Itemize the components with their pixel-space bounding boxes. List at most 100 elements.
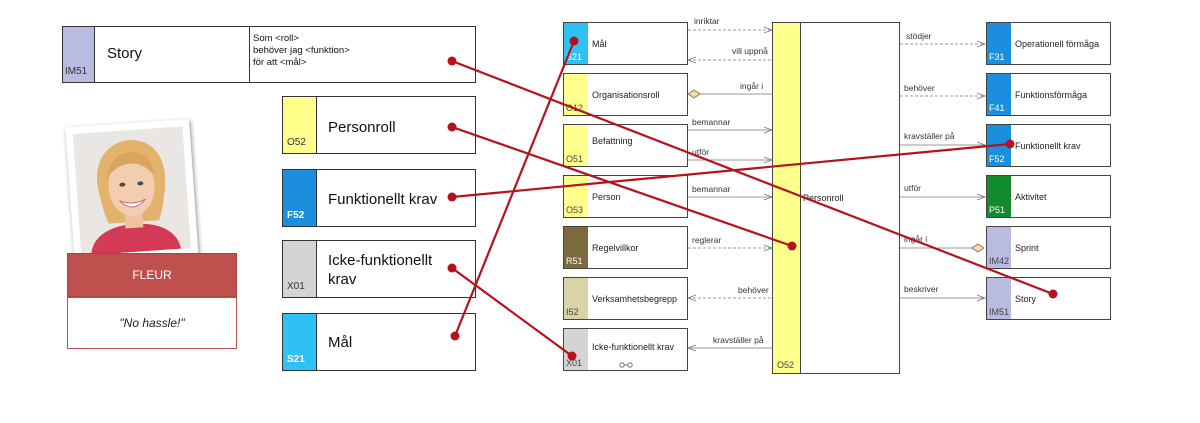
rel-label-kravstaller-right: kravställer på (904, 131, 955, 141)
story-template-line: Som <roll> (253, 33, 299, 44)
rel-label-inriktar: inriktar (694, 16, 720, 26)
rel-label-utfor-left: utför (692, 147, 710, 157)
diagram-box-funktionellt-krav-code: F52 (989, 154, 1005, 164)
diagram-box-operationell-formaga-code: F31 (989, 52, 1005, 62)
diagram-box-story-code: IM51 (989, 307, 1010, 317)
diagram-center-personroll: O52 Personroll (772, 22, 900, 374)
story-template-line: för att <mål> (253, 57, 307, 68)
rel-label-bemannar-1: bemannar (692, 117, 731, 127)
rel-arrow-bemannar-1 (763, 126, 774, 134)
card-funktionellt-krav-swatch: F52 (283, 170, 317, 226)
story-card-template: Som <roll> behöver jag <funktion> för at… (253, 33, 350, 69)
diagram-box-icke-funktionellt-krav-label: Icke-funktionellt krav (592, 342, 675, 353)
diagram-box-sprint: IM42 Sprint (986, 226, 1111, 269)
story-template-line: behöver jag <funktion> (253, 45, 350, 56)
persona-quote: "No hassle!" (119, 316, 185, 330)
rel-label-utfor-right: utför (904, 183, 922, 193)
card-personroll-swatch: O52 (283, 97, 317, 153)
story-card-title: Story (107, 45, 143, 62)
card-personroll: O52 Personroll (282, 96, 476, 154)
rel-arrow-behover-right (976, 92, 987, 100)
rel-arrow-kravstaller-right (976, 141, 987, 149)
card-mal-code: S21 (287, 354, 305, 365)
card-icke-funktionellt-krav-swatch: X01 (283, 241, 317, 297)
diagram-box-person: O53 Person (563, 175, 688, 218)
diagram-box-story: IM51 Story (986, 277, 1111, 320)
rel-arrow-beskriver (976, 294, 987, 302)
diagram-box-aktivitet-label: Aktivitet (1015, 191, 1047, 202)
diagram-box-aktivitet-code: P51 (989, 205, 1006, 215)
rel-label-bemannar-2: bemannar (692, 184, 731, 194)
rel-label-vill-uppna: vill uppnå (732, 46, 768, 56)
persona-quote-box (67, 297, 237, 349)
card-label-line: Icke-funktionellt (328, 252, 433, 269)
rel-arrow-reglerar (763, 244, 774, 252)
rel-arrow-kravstaller-left (686, 344, 697, 352)
diagram-box-aktivitet: P51 Aktivitet (986, 175, 1111, 218)
diagram-box-operationell-formaga-swatch (987, 23, 1011, 64)
card-icke-funktionellt-krav: X01 Icke-funktionellt krav (282, 240, 476, 298)
card-personroll-label: Personroll (328, 119, 396, 136)
diagram-center-code: O52 (777, 360, 795, 370)
diagram-box-operationell-formaga: F31 Operationell förmåga (986, 22, 1111, 65)
rel-arrow-utfor-right (976, 193, 987, 201)
rel-label-reglerar: reglerar (692, 235, 722, 245)
rel-diamond-ingar-i-right (971, 243, 985, 253)
diagram-box-funktionsformaga: F41 Funktionsförmåga (986, 73, 1111, 116)
rel-arrow-inriktar (763, 26, 774, 34)
diagram-box-regelvillkor-code: R51 (566, 256, 583, 266)
diagram-box-person-label: Person (592, 191, 621, 202)
diagram-box-funktionellt-krav-label: Funktionellt krav (1015, 140, 1081, 151)
card-funktionellt-krav-label: Funktionellt krav (328, 191, 438, 208)
rel-label-stodjer: stödjer (906, 31, 932, 41)
diagram-box-story-label: Story (1015, 293, 1037, 304)
diagram-box-befattning-label: Befattning (592, 135, 633, 146)
diagram-box-mal: S21 Mål (563, 22, 688, 65)
diagram-center-label: Personroll (803, 193, 844, 203)
diagram-box-verksamhetsbegrepp-label: Verksamhetsbegrepp (592, 293, 678, 304)
rel-label-kravstaller-left: kravställer på (713, 335, 764, 345)
rel-arrow-behover-left (686, 294, 697, 302)
diagram-box-regelvillkor: R51 Regelvillkor (563, 226, 688, 269)
diagram-box-mal-label: Mål (592, 38, 607, 49)
card-mal-swatch: S21 (283, 314, 317, 370)
card-mal-label: Mål (328, 334, 353, 351)
diagram-box-funktionsformaga-code: F41 (989, 103, 1005, 113)
diagram-box-verksamhetsbegrepp-code: I52 (566, 307, 579, 317)
diagram-box-sprint-code: IM42 (989, 256, 1010, 266)
story-card-swatch: IM51 (63, 27, 95, 82)
diagram-box-operationell-formaga-label: Operationell förmåga (1015, 38, 1100, 49)
diagram-box-verksamhetsbegrepp: I52 Verksamhetsbegrepp (563, 277, 688, 320)
diagram-box-funktionsformaga-label: Funktionsförmåga (1015, 89, 1088, 100)
persona-photo (65, 118, 199, 268)
card-personroll-code: O52 (287, 137, 306, 148)
card-funktionellt-krav-code: F52 (287, 210, 305, 221)
persona-name: FLEUR (132, 268, 172, 282)
rel-diamond-ingar-i-left (687, 89, 701, 99)
card-icke-funktionellt-krav-label: Icke-funktionellt krav (328, 251, 432, 289)
persona-portrait (72, 126, 191, 256)
diagram-box-befattning-code: O51 (566, 154, 584, 164)
card-funktionellt-krav: F52 Funktionellt krav (282, 169, 476, 227)
diagram-box-icke-funktionellt-krav-code: X01 (566, 358, 583, 368)
diagram-box-person-code: O53 (566, 205, 584, 215)
diagram-box-organisationsroll: O12 Organisationsroll (563, 73, 688, 116)
diagram-box-mal-code: S21 (566, 52, 583, 62)
rel-arrow-stodjer (976, 40, 987, 48)
connector-funktionellt-krav (450, 142, 1012, 199)
rel-arrow-bemannar-2 (763, 193, 774, 201)
rel-label-beskriver: beskriver (904, 284, 939, 294)
card-mal: S21 Mål (282, 313, 476, 371)
diagram-box-organisationsroll-code: O12 (566, 103, 584, 113)
story-card-code: IM51 (65, 66, 88, 77)
diagram-box-icke-funktionellt-krav: X01 Icke-funktionellt krav (563, 328, 688, 371)
rel-arrow-utfor-left (763, 156, 774, 164)
diagram-center-swatch (773, 23, 801, 373)
diagram-box-sprint-label: Sprint (1015, 242, 1039, 253)
connector-story (450, 59, 1055, 296)
card-icke-funktionellt-krav-code: X01 (287, 281, 305, 292)
rel-label-behover-right: behöver (904, 83, 935, 93)
diagram-box-regelvillkor-label: Regelvillkor (592, 242, 639, 253)
story-card: IM51 Story Som <roll> behöver jag <funkt… (62, 26, 476, 83)
rel-label-behover-left: behöver (738, 285, 769, 295)
